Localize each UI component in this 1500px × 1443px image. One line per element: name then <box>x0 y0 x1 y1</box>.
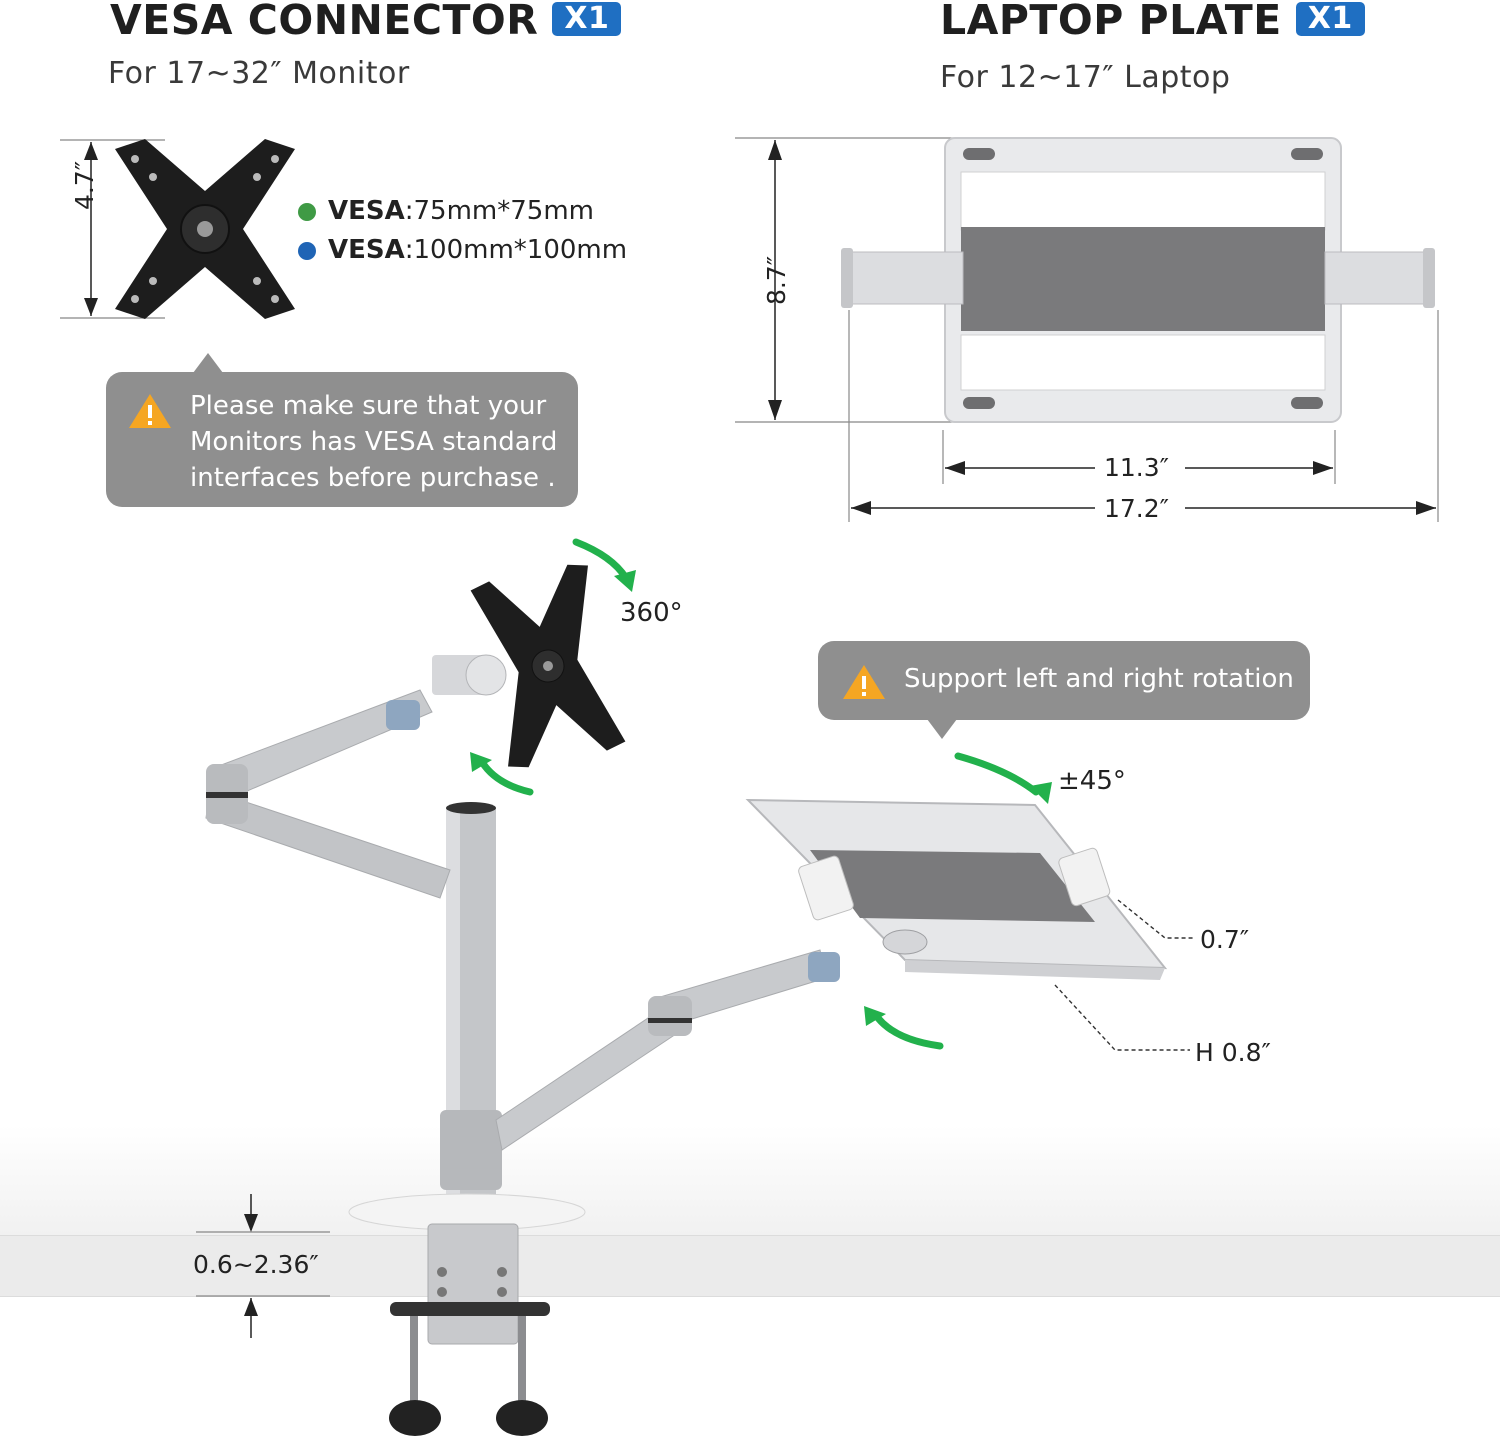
monitor-rotation-label: 360° <box>620 598 683 628</box>
laptop-plate-icon <box>841 137 1435 423</box>
blue-dot-icon <box>298 242 316 260</box>
clamp-range-label: 0.6~2.36″ <box>193 1250 319 1279</box>
rotation-notice-text: Support left and right rotation <box>904 664 1294 694</box>
laptop-rotation-label: ±45° <box>1058 766 1126 796</box>
notice-line-1: Please make sure that your <box>190 391 547 421</box>
callout-pointer <box>193 353 223 373</box>
laptop-quantity-badge: X1 <box>1295 2 1365 36</box>
green-dot-icon <box>298 203 316 221</box>
vesa-notice-callout: Please make sure that your Monitors has … <box>106 372 578 507</box>
vesa-connector-title: VESA CONNECTOR <box>110 0 539 44</box>
notice-line-3: interfaces before purchase . <box>190 463 556 493</box>
vesa-quantity-badge: X1 <box>552 2 622 36</box>
vesa-plate-icon <box>115 139 295 319</box>
laptop-plate-heading: LAPTOP PLATE X1 <box>940 0 1365 44</box>
mounted-laptop-tray-icon <box>745 798 1168 980</box>
vesa-spec-75: VESA:75mm*75mm <box>298 196 594 226</box>
notice-line-2: Monitors has VESA standard <box>190 427 558 457</box>
callout-pointer <box>927 719 957 739</box>
rotation-notice-callout: Support left and right rotation <box>818 641 1310 720</box>
laptop-plate-title: LAPTOP PLATE <box>940 0 1282 44</box>
mounted-vesa-plate-icon <box>470 564 626 768</box>
laptop-outer-width-dimension: 17.2″ <box>1104 494 1170 523</box>
clip-height-label: 0.7″ <box>1200 925 1250 954</box>
lip-height-label: H 0.8″ <box>1195 1038 1271 1067</box>
desk-edge <box>0 1235 1500 1297</box>
laptop-inner-width-dimension: 11.3″ <box>1104 453 1170 482</box>
vesa-subtitle: For 17~32″ Monitor <box>108 56 410 91</box>
warning-icon <box>129 394 171 428</box>
warning-icon <box>843 665 885 699</box>
laptop-subtitle: For 12~17″ Laptop <box>940 60 1231 95</box>
vesa-plate-diagram <box>60 139 295 319</box>
vesa-connector-heading: VESA CONNECTOR X1 <box>110 0 622 44</box>
vesa-spec-100: VESA:100mm*100mm <box>298 235 627 265</box>
laptop-plate-diagram <box>735 137 1439 522</box>
